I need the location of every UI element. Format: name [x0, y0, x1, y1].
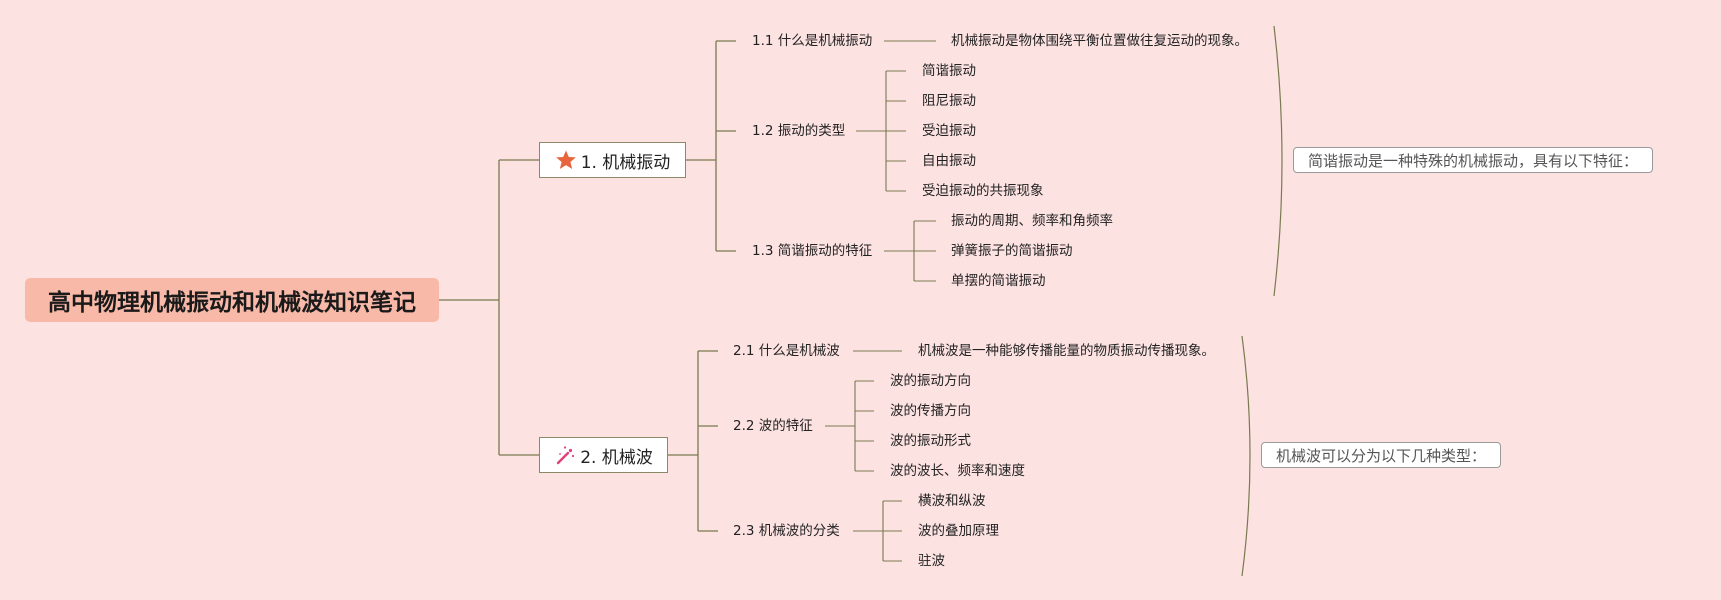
- subtopic-1-3[interactable]: 1.3 简谐振动的特征: [752, 243, 873, 259]
- branch-mechanical-vibration[interactable]: 1. 机械振动: [539, 142, 686, 178]
- magic-wand-icon: [554, 444, 576, 466]
- subtopic-1-2[interactable]: 1.2 振动的类型: [752, 123, 846, 139]
- leaf-2-2-4[interactable]: 波的波长、频率和速度: [890, 463, 1025, 479]
- leaf-1-2-4[interactable]: 自由振动: [922, 153, 976, 169]
- root-connector: [439, 159, 539, 456]
- branch-label: 1. 机械振动: [580, 152, 671, 173]
- summary-label: 简谐振动是一种特殊的机械振动，具有以下特征：: [1308, 151, 1639, 170]
- star-icon: [555, 149, 577, 171]
- branch-label: 2. 机械波: [580, 447, 653, 468]
- leaf-connector: [884, 220, 936, 282]
- leaf-1-2-5[interactable]: 受迫振动的共振现象: [922, 183, 1044, 199]
- summary-box-1[interactable]: 简谐振动是一种特殊的机械振动，具有以下特征：: [1293, 147, 1654, 173]
- leaf-connector: [825, 380, 874, 472]
- leaf-2-1-1[interactable]: 机械波是一种能够传播能量的物质振动传播现象。: [918, 343, 1215, 359]
- leaf-2-3-2[interactable]: 波的叠加原理: [918, 523, 999, 539]
- subtopic-2-3[interactable]: 2.3 机械波的分类: [733, 523, 840, 539]
- leaf-1-3-1[interactable]: 振动的周期、频率和角频率: [951, 213, 1113, 229]
- leaf-1-1-1[interactable]: 机械振动是物体围绕平衡位置做往复运动的现象。: [951, 33, 1248, 49]
- leaf-2-3-3[interactable]: 驻波: [918, 553, 945, 569]
- root-topic-label: 高中物理机械振动和机械波知识笔记: [48, 290, 416, 316]
- branch-2-connector: [668, 350, 718, 532]
- summary-box-2[interactable]: 机械波可以分为以下几种类型：: [1261, 442, 1502, 468]
- subtopic-1-1[interactable]: 1.1 什么是机械振动: [752, 33, 873, 49]
- leaf-2-2-1[interactable]: 波的振动方向: [890, 373, 971, 389]
- leaf-1-2-1[interactable]: 简谐振动: [922, 63, 976, 79]
- subtopic-2-1[interactable]: 2.1 什么是机械波: [733, 343, 840, 359]
- leaf-1-2-3[interactable]: 受迫振动: [922, 123, 976, 139]
- summary-label: 机械波可以分为以下几种类型：: [1276, 446, 1487, 465]
- summary-brace: [1273, 25, 1283, 297]
- leaf-2-3-1[interactable]: 横波和纵波: [918, 493, 986, 509]
- branch-mechanical-wave[interactable]: 2. 机械波: [539, 437, 668, 473]
- branch-1-connector: [686, 40, 736, 252]
- root-topic[interactable]: 高中物理机械振动和机械波知识笔记: [25, 278, 439, 322]
- summary-brace: [1241, 335, 1251, 577]
- leaf-2-2-3[interactable]: 波的振动形式: [890, 433, 971, 449]
- leaf-2-2-2[interactable]: 波的传播方向: [890, 403, 971, 419]
- leaf-1-2-2[interactable]: 阻尼振动: [922, 93, 976, 109]
- leaf-connector: [853, 500, 902, 562]
- subtopic-2-2[interactable]: 2.2 波的特征: [733, 418, 813, 434]
- leaf-1-3-2[interactable]: 弹簧振子的简谐振动: [951, 243, 1073, 259]
- leaf-connector: [856, 70, 906, 192]
- leaf-1-3-3[interactable]: 单摆的简谐振动: [951, 273, 1046, 289]
